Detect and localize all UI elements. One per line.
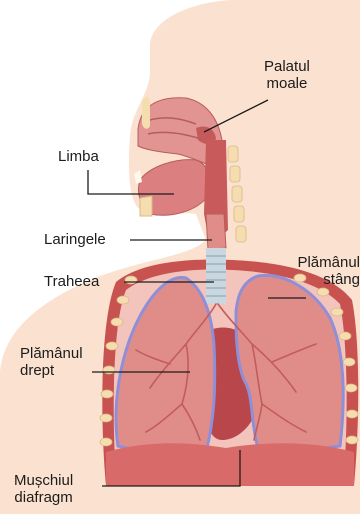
trachea xyxy=(206,248,226,304)
label-right-lung: Plămânul drept xyxy=(20,345,83,379)
label-tongue: Limba xyxy=(58,148,99,165)
head-bone xyxy=(142,97,150,129)
lower-jaw xyxy=(140,196,152,216)
label-left-lung: Plămânul stâng xyxy=(278,254,360,288)
diaphragm xyxy=(106,443,354,486)
larynx xyxy=(206,214,226,250)
label-larynx: Laringele xyxy=(44,231,106,248)
label-diaphragm: Mușchiul diafragm xyxy=(14,472,73,506)
label-palate: Palatul moale xyxy=(264,58,310,92)
label-trachea: Traheea xyxy=(44,273,99,290)
